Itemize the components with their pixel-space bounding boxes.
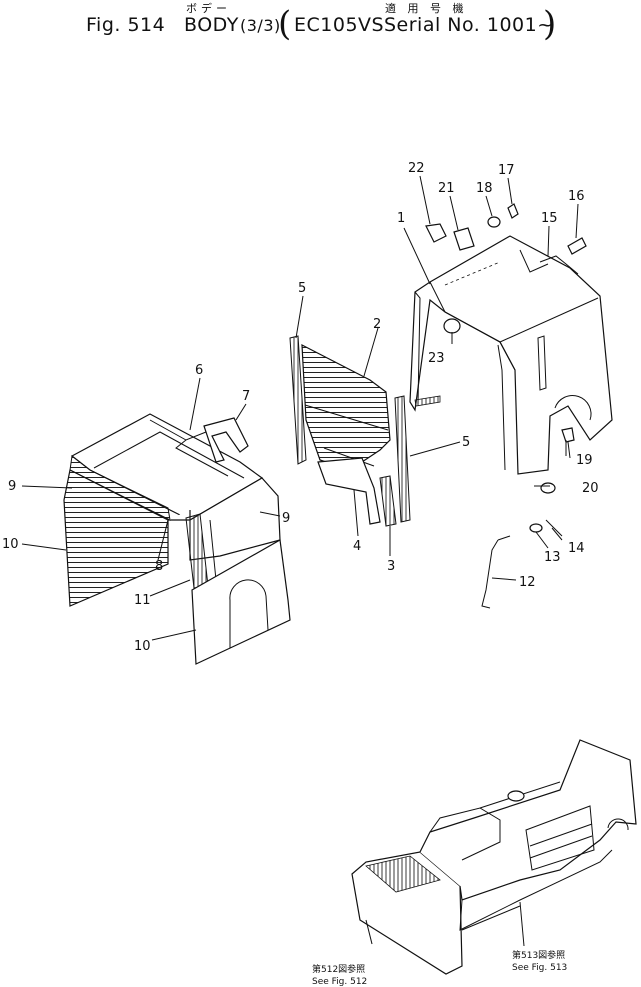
part-2-grille-panel — [301, 343, 391, 471]
callout-10b: 10 — [134, 639, 151, 654]
machine-overview — [351, 739, 637, 975]
open-paren: ( — [278, 4, 292, 44]
callout-10a: 10 — [2, 537, 19, 552]
callout-9b: 9 — [282, 511, 290, 526]
figure-header: ボデー 適 用 号 機 Fig. 514 BODY (3/3) ( EC105V… — [0, 0, 641, 48]
leader-lines — [21, 175, 579, 641]
part-14-pin — [545, 519, 563, 537]
part-17-clip — [507, 203, 519, 219]
jp-title: ボデー — [186, 2, 231, 15]
fig-label: Fig. 514 — [86, 14, 166, 36]
part-9-side-panel-left — [69, 455, 171, 521]
callout-4: 4 — [353, 539, 361, 554]
callout-5a: 5 — [298, 281, 306, 296]
callout-1: 1 — [397, 211, 405, 226]
part-5-side-strip-left — [289, 335, 307, 465]
callout-2: 2 — [373, 317, 381, 332]
part-3-bracket — [379, 475, 397, 527]
close-paren: ) — [543, 4, 557, 44]
serial-label: Serial No. 1001~ — [384, 14, 554, 36]
part-16-bolt — [567, 237, 587, 255]
part-1-rear-cover — [409, 235, 613, 475]
callout-11: 11 — [134, 593, 151, 608]
callout-7: 7 — [242, 389, 250, 404]
callout-6: 6 — [195, 363, 203, 378]
part-12-rod — [481, 535, 511, 609]
callout-5b: 5 — [462, 435, 470, 450]
ref-512-jp: 第512図参照 — [312, 963, 365, 975]
part-18-nut — [487, 216, 501, 228]
callout-3: 3 — [387, 559, 395, 574]
part-21-plate — [453, 227, 475, 251]
callout-23: 23 — [428, 351, 445, 366]
part-4-bracket — [317, 457, 381, 525]
ref-513-en: See Fig. 513 — [512, 963, 567, 973]
part-15-wire — [539, 255, 579, 275]
callout-21: 21 — [438, 181, 455, 196]
callout-19: 19 — [576, 453, 593, 468]
callout-14: 14 — [568, 541, 585, 556]
part-22-bolt — [425, 223, 447, 243]
callout-13: 13 — [544, 550, 561, 565]
part-10-side-panel-left — [63, 469, 169, 607]
callout-9a: 9 — [8, 479, 16, 494]
part-7-clip — [203, 417, 249, 463]
part-5-side-strip-right — [394, 395, 411, 523]
callout-18: 18 — [476, 181, 493, 196]
part-10-lower-panel — [191, 539, 291, 665]
part-19-bolt — [561, 427, 575, 459]
callout-12: 12 — [519, 575, 536, 590]
ref-513-jp: 第513図参照 — [512, 949, 565, 961]
model-label: EC105VS — [294, 14, 385, 36]
callout-8: 8 — [155, 559, 163, 574]
callout-20: 20 — [582, 481, 599, 496]
jp-applicable-label: 適 用 号 機 — [385, 2, 468, 15]
callout-17: 17 — [498, 163, 515, 178]
callout-15: 15 — [541, 211, 558, 226]
callout-22: 22 — [408, 161, 425, 176]
ref-512-en: See Fig. 512 — [312, 977, 367, 987]
body-label: BODY — [184, 14, 239, 36]
fraction-label: (3/3) — [240, 16, 281, 35]
callout-16: 16 — [568, 189, 585, 204]
